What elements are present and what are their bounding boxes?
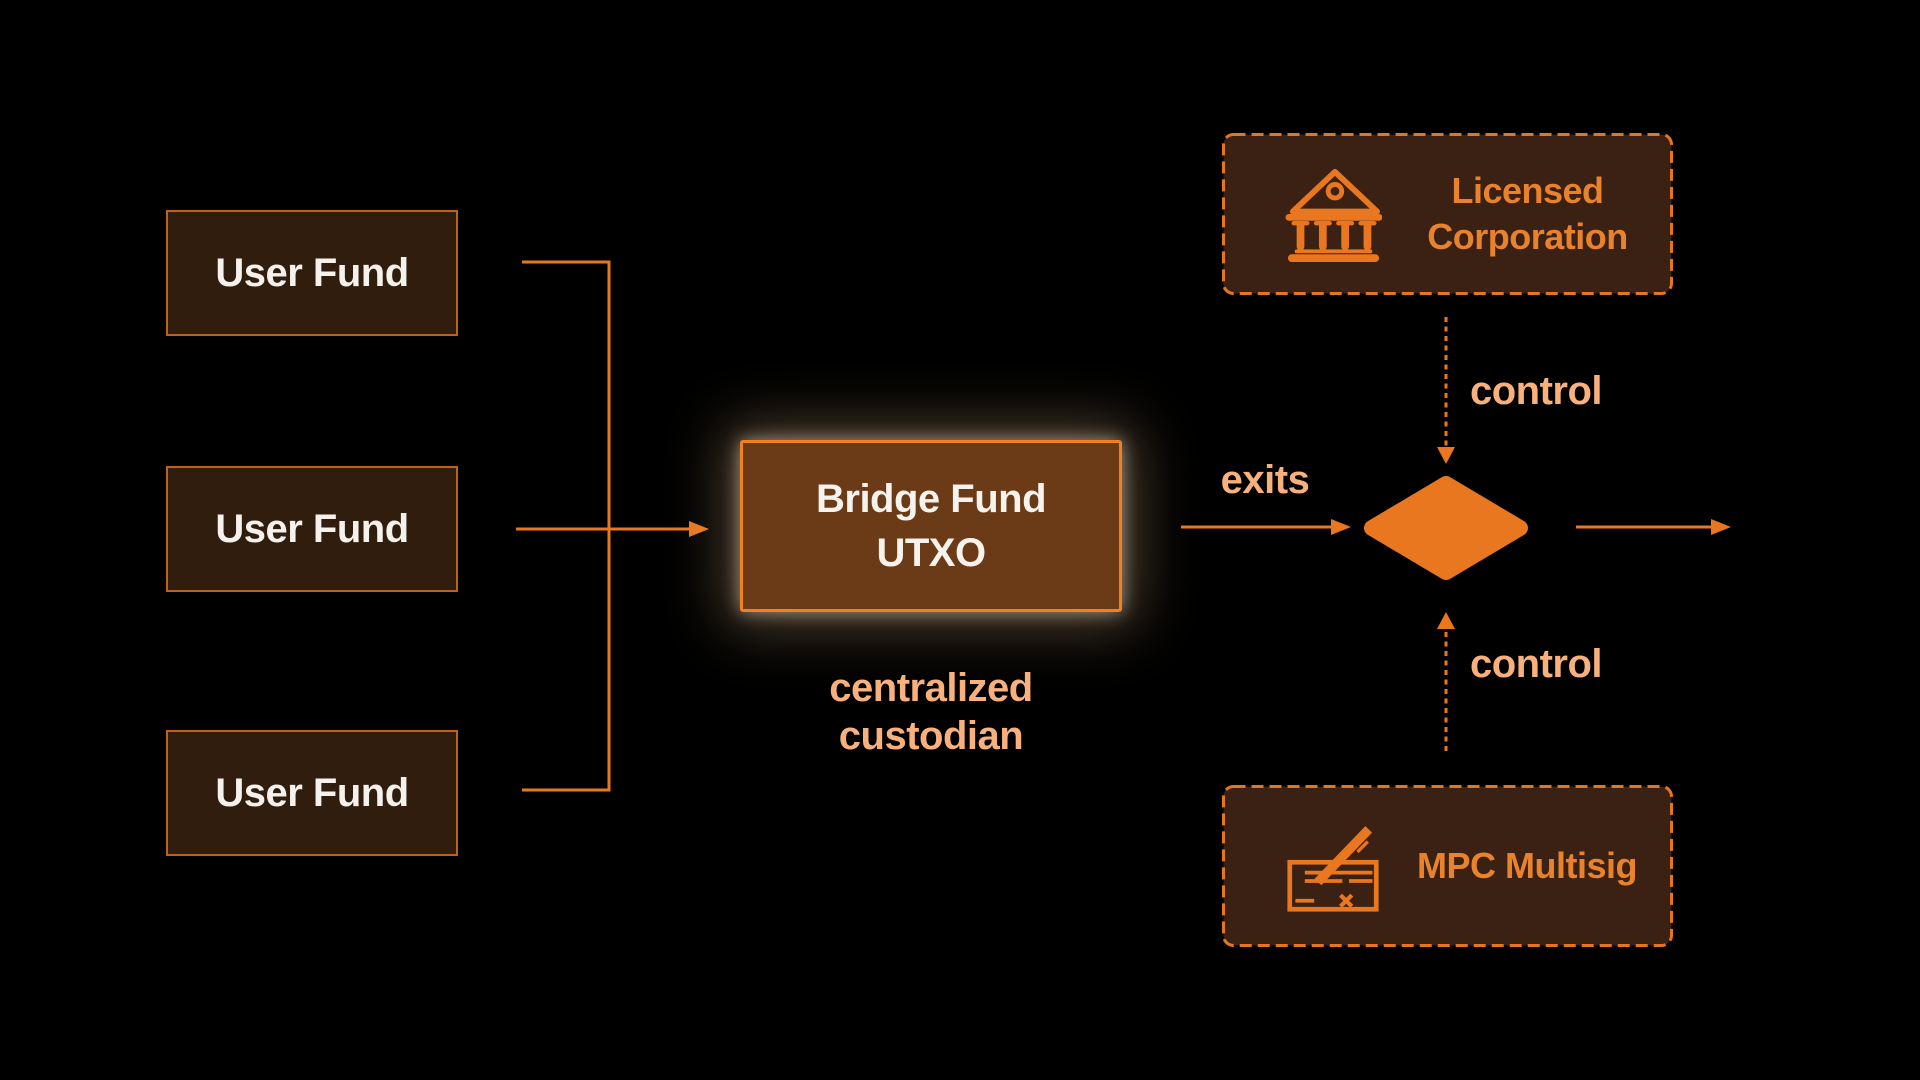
exits-label: exits <box>1220 458 1310 502</box>
licensed-corporation-label-line1: Licensed <box>1451 170 1604 211</box>
bank-icon <box>1285 168 1382 262</box>
decision-diamond <box>1364 476 1528 580</box>
control-bottom-arrowhead-icon <box>1437 612 1455 629</box>
user-fund-label: User Fund <box>215 506 409 551</box>
user-fund-box-1: User Fund <box>166 210 458 336</box>
signature-cheque-icon <box>1287 826 1379 912</box>
licensed-corporation-label-line2: Corporation <box>1427 216 1628 257</box>
control-bottom-label: control <box>1470 642 1603 686</box>
user-fund-box-3: User Fund <box>166 730 458 856</box>
bridge-caption: centralized custodian <box>740 664 1122 760</box>
licensed-corporation-box: Licensed Corporation <box>1222 133 1673 295</box>
mpc-multisig-label: MPC Multisig <box>1417 845 1637 886</box>
bridge-fund-box: Bridge Fund UTXO <box>740 440 1122 612</box>
mpc-multisig-box: MPC Multisig <box>1222 785 1673 947</box>
exits-arrowhead-icon <box>1331 519 1351 535</box>
licensed-corporation-label: Licensed Corporation <box>1382 168 1673 260</box>
dashed-border <box>1222 785 1673 947</box>
bridge-fund-title-line2: UTXO <box>876 531 986 575</box>
user-fund-label: User Fund <box>215 770 409 815</box>
user-fund-merge-connector <box>522 260 611 792</box>
user-fund-label: User Fund <box>215 250 409 295</box>
bridge-fund-title-line1: Bridge Fund <box>815 477 1047 521</box>
user-fund-box-2: User Fund <box>166 466 458 592</box>
bridge-caption-line2: custodian <box>838 714 1024 758</box>
funds-to-bridge-arrowhead-icon <box>689 521 709 537</box>
outgoing-arrowhead-icon <box>1711 519 1731 535</box>
control-top-arrowhead-icon <box>1437 447 1455 464</box>
control-top-label: control <box>1470 369 1603 413</box>
bridge-caption-line1: centralized <box>829 666 1033 710</box>
